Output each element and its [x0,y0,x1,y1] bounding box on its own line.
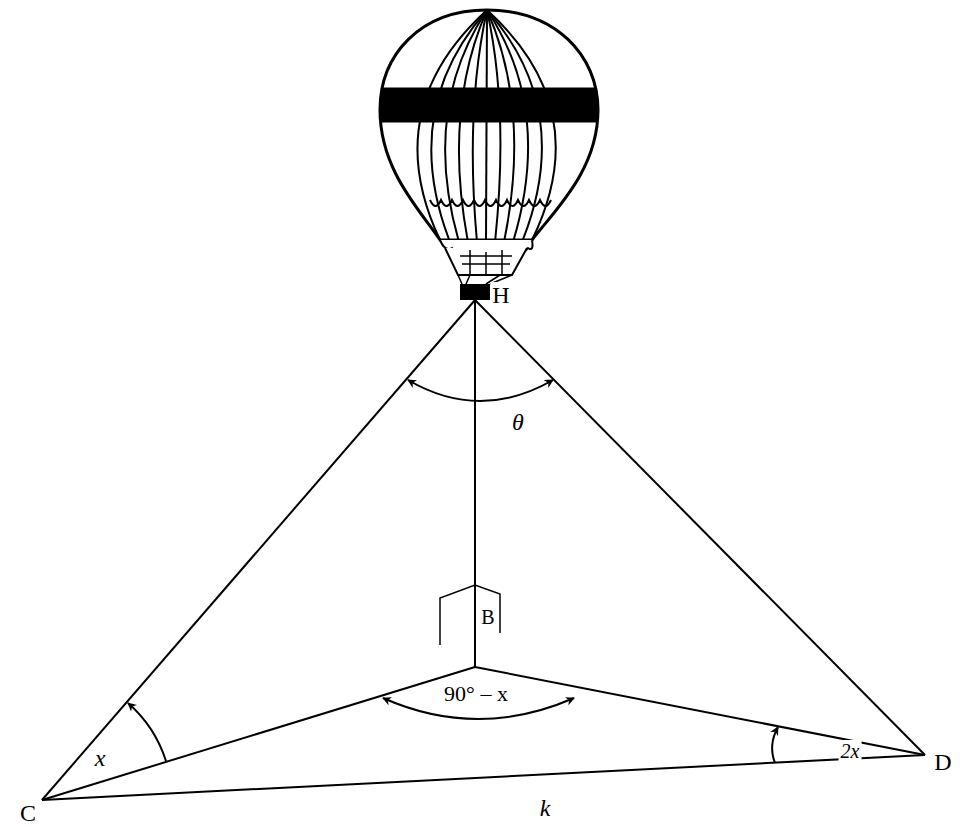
point-label: C [18,800,38,826]
triangle-lines [42,300,925,800]
angle-label: 2x [839,740,862,762]
gore-line [417,10,487,242]
gore-line [459,10,487,242]
balloon [370,10,610,300]
angle-arcs [128,380,778,763]
gore-line [431,10,487,242]
point-label: B [479,606,496,628]
angle-label: 90° – x [442,682,510,706]
envelope-scallops [430,200,551,206]
gore-line [487,10,500,242]
gore-line [487,10,514,242]
length-label: k [538,795,553,821]
point-label: H [490,282,511,308]
gore-line [487,10,528,242]
right-angle-box [440,585,500,645]
angle-label: θ [510,409,526,435]
point-label: D [932,749,953,775]
gore-line [487,10,556,242]
angle-label: x [93,745,108,771]
gore-line [473,10,487,242]
gore-line [487,10,542,242]
gore-line [445,10,487,242]
gore-line [486,10,487,242]
